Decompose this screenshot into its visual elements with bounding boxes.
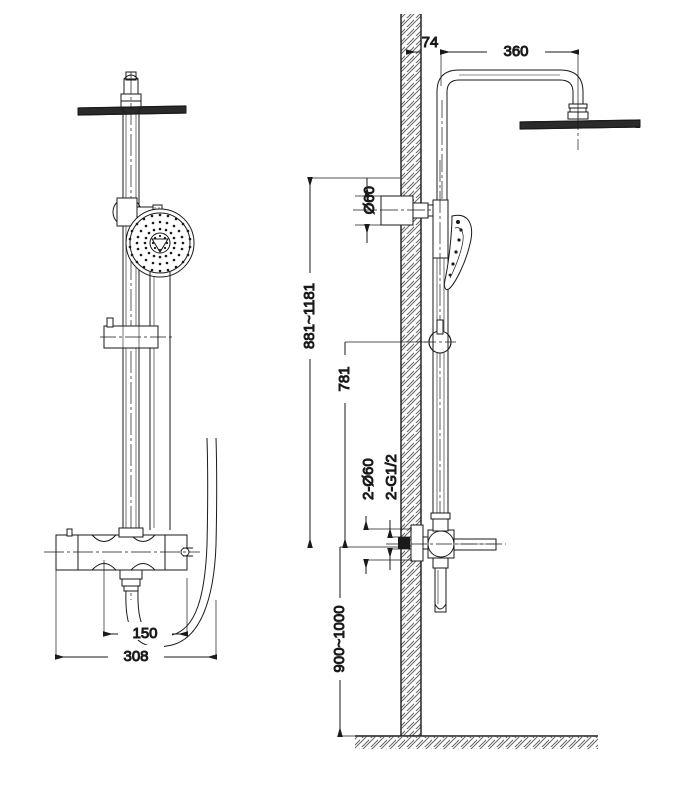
shower-arm-swivel xyxy=(120,71,142,108)
hand-shower-handle xyxy=(149,272,171,530)
riser-rail xyxy=(122,107,140,540)
slider-bracket[interactable] xyxy=(100,317,175,349)
dim-308-label: 308 xyxy=(123,648,148,665)
dimension-74: 74 xyxy=(406,30,458,86)
dim-360-label: 360 xyxy=(503,43,528,60)
dim-74-label: 74 xyxy=(422,34,439,51)
dim-2x-d60-label: 2-Ø60 xyxy=(360,458,377,500)
spray-holes xyxy=(128,213,192,273)
dim-2-g12-label: 2-G1/2 xyxy=(383,454,400,500)
dimension-781: 781 xyxy=(335,341,428,548)
thermostatic-valve-side xyxy=(386,512,506,613)
hand-shower[interactable] xyxy=(125,208,195,278)
slider-bracket-side[interactable] xyxy=(424,319,456,354)
rain-shower-head xyxy=(77,105,187,116)
front-view: 150 308 xyxy=(44,71,218,665)
dimension-2x-d60: 2-Ø60 xyxy=(360,458,412,574)
dimension-900-1000: 900~1000 xyxy=(330,546,400,737)
rain-shower-head-side xyxy=(519,103,641,150)
dim-d60-label: Ø60 xyxy=(361,186,378,214)
thermostatic-bar-valve xyxy=(44,527,200,592)
wall-section xyxy=(400,14,422,736)
dim-900-1000-label: 900~1000 xyxy=(331,605,348,672)
dimension-360: 360 xyxy=(440,40,579,118)
dim-881-1181-label: 881~1181 xyxy=(301,283,318,349)
dimension-881-1181: 881~1181 xyxy=(300,177,400,548)
side-view: 74 360 Ø60 881~1181 7 xyxy=(300,30,641,737)
curved-shower-arm xyxy=(436,69,584,210)
dimension-2-g12: 2-G1/2 xyxy=(383,454,410,570)
dimension-150: 150 xyxy=(103,560,188,642)
hand-shower-side xyxy=(443,214,473,291)
dim-150-label: 150 xyxy=(132,625,157,642)
dimension-308: 308 xyxy=(55,560,217,665)
floor-line xyxy=(355,735,598,749)
dimension-d60: Ø60 xyxy=(355,178,413,243)
dim-781-label: 781 xyxy=(336,366,353,391)
